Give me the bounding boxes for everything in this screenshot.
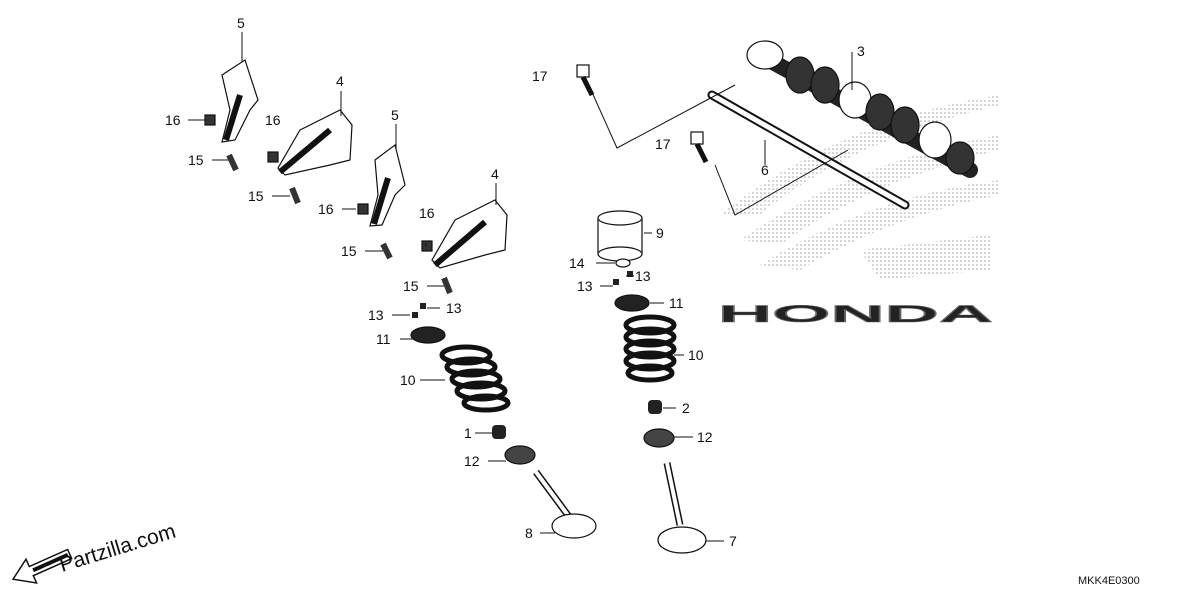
- callout-13: 13: [635, 268, 651, 284]
- callout-3: 3: [857, 43, 865, 59]
- callout-11: 11: [669, 295, 684, 311]
- adjusting-screw-2: [289, 186, 301, 205]
- valve-lifter: [597, 210, 643, 262]
- callout-4: 4: [336, 73, 344, 89]
- callout-11: 11: [376, 331, 391, 347]
- callout-10: 10: [400, 372, 416, 388]
- callout-8: 8: [525, 525, 533, 541]
- callout-12: 12: [697, 429, 713, 445]
- cotter-right: [613, 271, 633, 285]
- shim: [615, 258, 631, 268]
- site-watermark: Partzilla.com: [57, 520, 179, 577]
- callout-17: 17: [655, 136, 671, 152]
- callout-16: 16: [419, 205, 435, 221]
- spring-seat-left: [504, 445, 536, 465]
- adjusting-screw-3: [380, 242, 393, 260]
- callout-14: 14: [569, 255, 585, 271]
- adjusting-screw-4: [441, 276, 453, 295]
- callout-15: 15: [341, 243, 357, 259]
- callout-16: 16: [265, 112, 281, 128]
- callout-16: 16: [318, 201, 334, 217]
- valve-spring-right: [623, 314, 677, 383]
- rocker-shaft: [707, 90, 910, 210]
- callout-7: 7: [729, 533, 737, 549]
- lock-nut-1: [204, 114, 216, 126]
- callout-6: 6: [761, 162, 769, 178]
- cotter-left: [412, 303, 426, 318]
- exhaust-valve: [657, 462, 707, 554]
- callout-13: 13: [368, 307, 384, 323]
- valve-stem-seal-right: [648, 400, 662, 414]
- callout-10: 10: [688, 347, 704, 363]
- callout-5: 5: [237, 15, 245, 31]
- spring-seat-right: [643, 428, 675, 448]
- rocker-arm-4-right: [431, 199, 508, 269]
- callout-13: 13: [446, 300, 462, 316]
- callout-5: 5: [391, 107, 399, 123]
- callout-1: 1: [464, 425, 472, 441]
- bolt-upper: [576, 64, 595, 97]
- lock-nut-2: [267, 151, 279, 163]
- callout-2: 2: [682, 400, 690, 416]
- valve-spring-left: [439, 344, 511, 413]
- honda-watermark-text: HONDA: [718, 301, 993, 328]
- rocker-arm-4-left: [277, 109, 353, 176]
- callout-15: 15: [188, 152, 204, 168]
- fr-arrow-icon: [11, 548, 73, 584]
- lock-nut-3: [357, 203, 369, 215]
- leader-lines: [188, 32, 853, 542]
- callout-16: 16: [165, 112, 181, 128]
- bolt-lower: [690, 131, 709, 164]
- callout-12: 12: [464, 453, 480, 469]
- adjusting-screw-1: [226, 153, 239, 172]
- callout-15: 15: [403, 278, 419, 294]
- callout-17: 17: [532, 68, 548, 84]
- callout-15: 15: [248, 188, 264, 204]
- rocker-arm-5-left: [221, 59, 259, 143]
- rocker-arm-5-right: [369, 143, 406, 227]
- spring-retainer-left: [410, 326, 446, 344]
- callout-13: 13: [577, 278, 593, 294]
- callout-4: 4: [491, 166, 499, 182]
- camshaft: [746, 40, 978, 178]
- callout-9: 9: [656, 225, 664, 241]
- lock-nut-4: [421, 240, 433, 252]
- callouts: 5 4 5 4 3 17 17 6 16 16 16 16 15 15 15 1…: [165, 15, 865, 549]
- diagram-code: MKK4E0300: [1078, 575, 1140, 587]
- spring-retainer-right: [614, 294, 650, 312]
- intake-valve: [533, 469, 597, 539]
- valve-stem-seal-left: [492, 425, 506, 439]
